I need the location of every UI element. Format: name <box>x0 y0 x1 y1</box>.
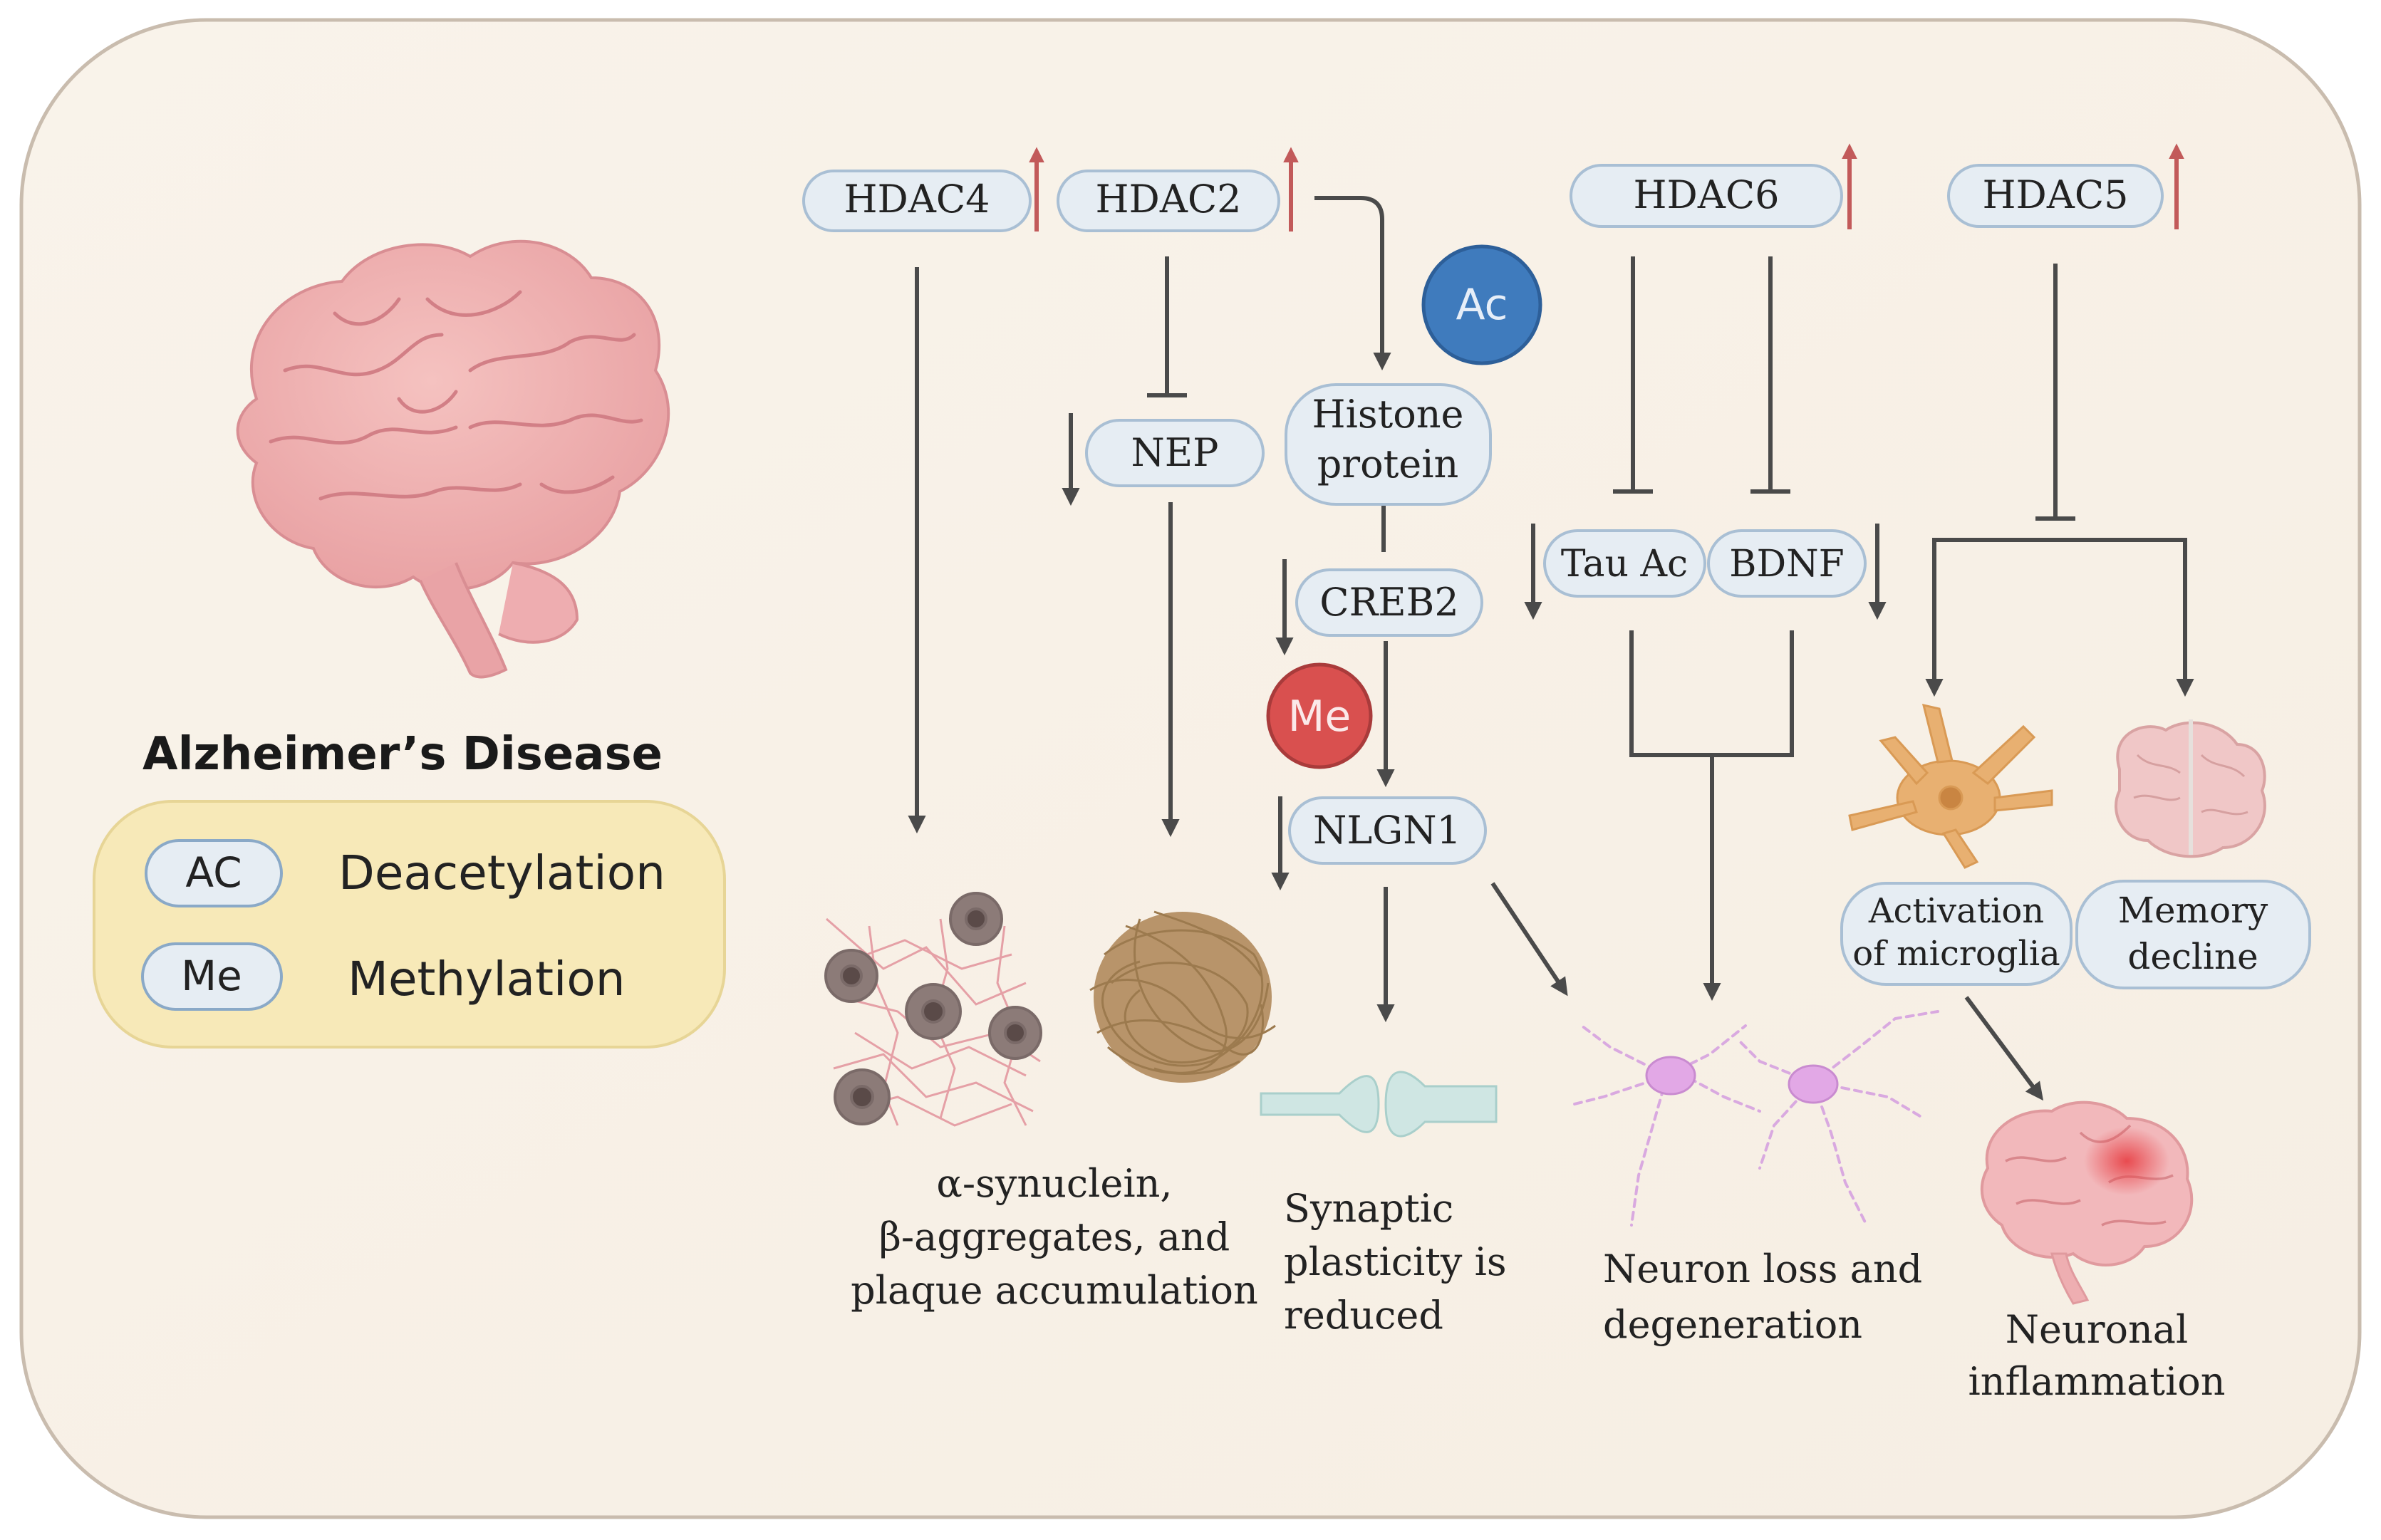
svg-text:Memory: Memory <box>2118 890 2268 931</box>
tau-ac-node: Tau Ac <box>1543 529 1706 598</box>
svg-text:HDAC2: HDAC2 <box>1095 177 1241 222</box>
svg-text:NLGN1: NLGN1 <box>1313 808 1461 853</box>
svg-text:BDNF: BDNF <box>1729 543 1844 586</box>
svg-text:β-aggregates, and: β-aggregates, and <box>879 1214 1230 1259</box>
ac-badge: Ac <box>1421 244 1542 365</box>
svg-text:HDAC4: HDAC4 <box>844 177 990 222</box>
hdac2-node: HDAC2 <box>1057 170 1280 232</box>
nlgn1-node: NLGN1 <box>1288 796 1487 865</box>
hdac6-inhibits-bdnf <box>1750 256 1790 494</box>
svg-text:Neuron loss and: Neuron loss and <box>1603 1247 1922 1291</box>
svg-text:Neuronal: Neuronal <box>2006 1307 2189 1352</box>
legend-me-label: Methylation <box>348 952 626 1006</box>
svg-text:plasticity is: plasticity is <box>1284 1239 1507 1284</box>
svg-text:inflammation: inflammation <box>1968 1359 2225 1404</box>
legend-ac-label: Deacetylation <box>338 846 665 900</box>
neurons-illustration <box>1573 1010 1939 1227</box>
svg-text:HDAC5: HDAC5 <box>1982 172 2128 217</box>
legend-box: AC Deacetylation Me Methylation <box>93 800 726 1049</box>
hdac6-inhibits-tau <box>1613 256 1653 494</box>
svg-text:Activation: Activation <box>1868 891 2044 931</box>
nep-node: NEP <box>1085 419 1265 487</box>
me-badge: Me <box>1266 662 1373 769</box>
tangle-ball-illustration <box>1089 910 1276 1083</box>
creb2-node: CREB2 <box>1295 568 1483 637</box>
svg-text:degeneration: degeneration <box>1603 1302 1862 1347</box>
legend-me-pill <box>141 942 283 1011</box>
disease-title: Alzheimer’s Disease <box>142 728 663 781</box>
hdac5-branch-connector <box>1932 538 2187 680</box>
hdac2-inhibits-nep <box>1147 256 1187 397</box>
legend-ac-abbr: AC <box>185 848 242 897</box>
memory-brain-illustration <box>2115 719 2266 858</box>
synapse-illustration <box>1260 1071 1498 1138</box>
svg-text:Ac: Ac <box>1456 280 1508 330</box>
bdnf-node: BDNF <box>1707 529 1867 598</box>
legend-ac-pill <box>145 839 283 907</box>
plaque-aggregates-illustration <box>824 892 1042 1127</box>
svg-text:α-synuclein,: α-synuclein, <box>936 1161 1172 1206</box>
svg-text:NEP: NEP <box>1131 430 1218 475</box>
memory-decline-node: Memory decline <box>2075 880 2311 989</box>
microglia-illustration <box>1848 703 2053 869</box>
svg-text:Tau Ac: Tau Ac <box>1561 543 1688 586</box>
aggregates-label: α-synuclein, β-aggregates, and plaque ac… <box>851 1161 1258 1313</box>
svg-text:plaque accumulation: plaque accumulation <box>851 1268 1258 1313</box>
inflammation-label: Neuronal inflammation <box>1968 1307 2225 1404</box>
svg-text:Histone: Histone <box>1312 392 1463 437</box>
svg-text:Synaptic: Synaptic <box>1284 1186 1453 1231</box>
svg-text:Me: Me <box>1288 692 1352 742</box>
hdac5-inhibits-branch <box>2035 264 2075 521</box>
histone-protein-node: Histone protein <box>1285 383 1492 506</box>
svg-text:of microglia: of microglia <box>1852 934 2060 974</box>
hdac5-node: HDAC5 <box>1947 164 2164 228</box>
inflamed-brain-illustration <box>1980 1101 2194 1305</box>
brain-illustration <box>236 239 670 679</box>
svg-text:reduced: reduced <box>1284 1293 1443 1338</box>
neuron-loss-label: Neuron loss and degeneration <box>1603 1247 1922 1347</box>
microglia-to-inflammation-arrow <box>1964 996 2044 1101</box>
svg-text:protein: protein <box>1317 442 1459 487</box>
svg-text:HDAC6: HDAC6 <box>1633 172 1779 217</box>
microglia-node: Activation of microglia <box>1840 882 2073 986</box>
hdac4-node: HDAC4 <box>802 170 1032 232</box>
nlgn1-to-neuron-loss-arrow <box>1490 882 1568 997</box>
hdac6-node: HDAC6 <box>1570 164 1843 228</box>
synaptic-label: Synaptic plasticity is reduced <box>1284 1186 1507 1338</box>
svg-text:decline: decline <box>2127 936 2258 977</box>
svg-text:CREB2: CREB2 <box>1319 580 1458 625</box>
legend-me-abbr: Me <box>181 952 242 1000</box>
hdac2-to-histone-arrow <box>1314 196 1391 371</box>
